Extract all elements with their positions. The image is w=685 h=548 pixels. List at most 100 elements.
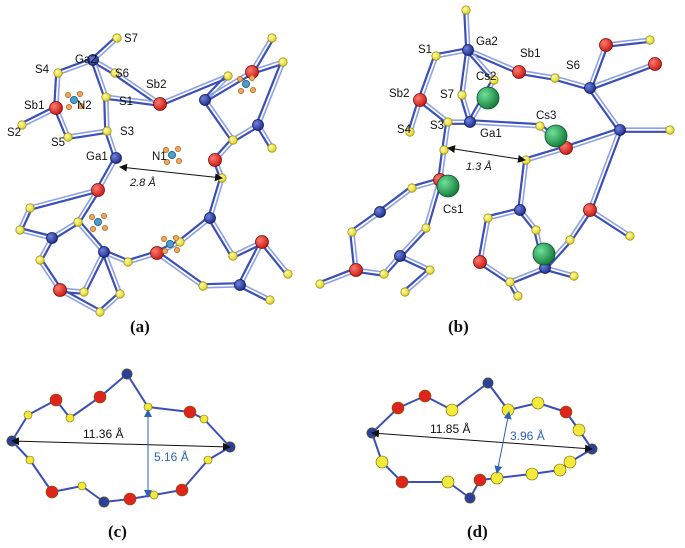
atom-b-c6 [565, 235, 575, 245]
ring-d-atom-17 [395, 475, 409, 489]
bond-a-28-rod [262, 240, 291, 274]
ring-d-atom-12 [525, 467, 539, 481]
bond-a-32 [157, 250, 205, 286]
bond-b-40 [545, 240, 573, 270]
atom-label-a-S1: S1 [119, 96, 133, 108]
atom-b-Ga2 [462, 44, 474, 56]
atom-a-S4 [53, 68, 63, 78]
atom-label-a-S5: S5 [51, 137, 65, 149]
nitrogen-a-4 [165, 239, 174, 248]
atom-label-b-Sb2: Sb2 [389, 88, 409, 100]
ring-d-atom-5 [501, 403, 515, 417]
bond-a-29 [237, 240, 262, 285]
panel-b-distance-label: 1.3 Å [466, 160, 492, 173]
atom-label-a-Sb1: Sb1 [24, 100, 44, 112]
panel-c-long-axis-label: 11.36 Å [83, 426, 123, 441]
ring-c-atom-8 [199, 414, 209, 424]
bond-b-16-rod [590, 86, 623, 130]
atom-a-l3 [35, 255, 45, 265]
atom-b-a10 [535, 121, 545, 131]
bond-b-2-rod [468, 47, 521, 72]
atom-b-S4 [405, 127, 415, 137]
atom-b-c2 [483, 213, 493, 223]
bond-a-25 [178, 215, 210, 242]
bond-a-19-rod [205, 98, 236, 140]
hydrogen-a-1-0 [65, 92, 72, 99]
atom-label-a-Ga1: Ga1 [86, 151, 108, 163]
ring-c-atom-7 [183, 405, 197, 419]
atom-b-a4 [599, 38, 613, 52]
bond-b-9-rod [468, 48, 496, 80]
atom-a-t13 [255, 235, 269, 249]
bond-b-13 [590, 45, 609, 90]
panel-a-atoms [15, 33, 293, 317]
ring-c-atom-17 [25, 455, 35, 465]
atom-a-l4 [15, 225, 25, 235]
atom-a-l6 [46, 232, 58, 244]
atom-b-b12 [400, 287, 410, 297]
ring-d-atom-7 [559, 405, 573, 419]
ring-c-atom-16 [45, 485, 59, 499]
atom-b-b5 [347, 227, 357, 237]
atom-a-l2 [53, 283, 67, 297]
ring-d-atom-18 [375, 455, 389, 469]
ring-d-atom-2 [418, 389, 432, 403]
bond-a-32-rod [155, 253, 203, 289]
atom-b-a6 [648, 57, 662, 71]
atom-a-t17 [265, 295, 275, 305]
atom-label-a-N2: N2 [77, 100, 92, 112]
hydrogen-a-0-0 [162, 146, 169, 153]
bond-a-11-rod [159, 73, 228, 104]
bond-a-12 [105, 97, 160, 107]
bond-b-25-rod [380, 188, 414, 215]
atom-b-c10 [531, 225, 541, 235]
ring-c-bond-8 [203, 418, 231, 448]
hydrogen-a-4-3 [173, 246, 180, 253]
ring-c-bond-6 [147, 406, 191, 413]
panel-a-structure: 2.8 Å S7 Ga2 S4 S6 Sb2 N2 S1 Sb1 S2 S5 S… [7, 33, 293, 336]
panel-d-short-axis-label: 3.96 Å [510, 428, 545, 443]
atom-b-Sb2 [413, 93, 427, 107]
atom-b-Ga1 [464, 116, 476, 128]
atom-b-a3 [584, 82, 596, 94]
ring-d-bond-3 [451, 382, 489, 411]
atom-b-b4 [374, 206, 386, 218]
bond-a-7 [68, 131, 108, 140]
atom-label-b-S3: S3 [430, 120, 444, 132]
panel-d-caption: (d) [467, 522, 488, 541]
atom-a-Ga1 [110, 152, 122, 164]
ring-d-atom-14 [473, 473, 487, 487]
bond-a-40-rod [58, 290, 100, 315]
atom-a-S3 [102, 126, 112, 136]
hydrogen-a-1-3 [78, 103, 85, 110]
panel-b-structure: 1.3 Å S1 Ga2 Sb1 S6 Cs2 Sb2 S7 Cs3 S4 S3… [315, 5, 675, 336]
atom-b-a8 [665, 125, 675, 135]
ring-c-atom-12 [149, 490, 159, 500]
bond-a-15-rod [203, 69, 252, 100]
bond-b-0 [463, 10, 468, 51]
bond-a-48-rod [29, 187, 98, 208]
bond-b-4 [417, 55, 436, 100]
bond-a-3 [90, 60, 106, 98]
bond-a-24 [207, 177, 222, 218]
atom-a-t14 [228, 251, 238, 261]
bond-a-25-rod [180, 218, 212, 245]
bond-a-38-rod [104, 251, 123, 294]
atom-label-a-S6: S6 [115, 68, 129, 80]
hydrogen-a-1-2 [66, 104, 73, 111]
atom-label-b-Cs1: Cs1 [443, 204, 463, 216]
atom-label-a-S4: S4 [35, 64, 50, 76]
atom-b-b11 [425, 265, 435, 275]
atom-b-a5 [645, 35, 655, 45]
bond-b-9 [465, 50, 494, 82]
atom-label-b-Ga2: Ga2 [476, 36, 498, 48]
atom-a-l9 [95, 307, 105, 317]
atom-b-S1 [431, 51, 441, 61]
bond-b-32-rod [423, 179, 440, 228]
bond-b-37-rod [480, 218, 491, 263]
bond-a-29-rod [240, 242, 265, 287]
bond-a-36 [78, 220, 107, 252]
panel-a-caption: (a) [130, 317, 150, 336]
bond-a-1 [56, 57, 93, 73]
